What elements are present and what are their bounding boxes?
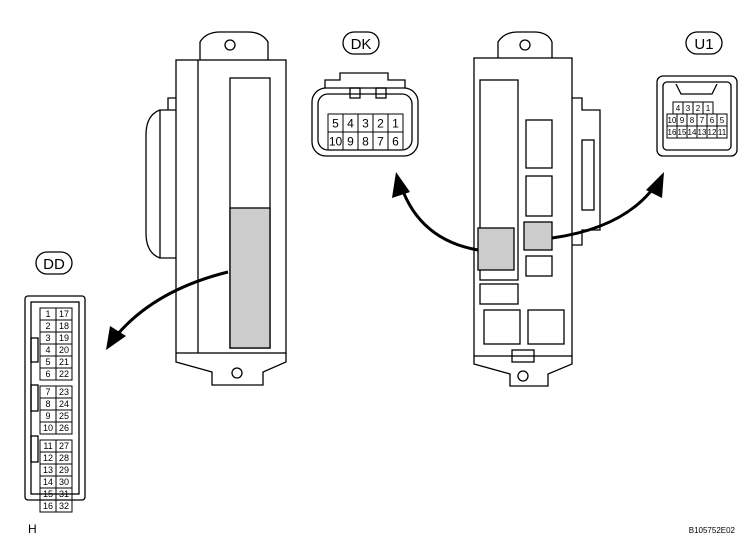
arrow-to-u1 [551, 185, 657, 240]
dd-pin-cell [55, 367, 73, 381]
dd-pin: 31 [59, 489, 69, 499]
dk-label: DK [351, 36, 372, 53]
dd-pin: 22 [59, 369, 69, 379]
dd-pin: 19 [59, 333, 69, 343]
arrow-to-dd [114, 270, 229, 337]
right-component [473, 31, 601, 387]
dk-pin: 1 [392, 116, 399, 130]
dd-pin: 7 [45, 387, 50, 397]
dk-pin: 3 [362, 116, 369, 130]
dd-pin: 25 [59, 411, 69, 421]
dd-pin: 18 [59, 321, 69, 331]
arrow-head-dk [392, 172, 410, 198]
u1-pin: 16 [668, 128, 677, 137]
dk-connector-highlight [477, 227, 515, 271]
dd-pin: 27 [59, 441, 69, 451]
footer-left-code: H [28, 522, 37, 536]
dd-pin: 6 [45, 369, 50, 379]
dd-pin: 5 [45, 357, 50, 367]
arrow-head-dd [106, 326, 126, 350]
u1-pin: 6 [710, 116, 715, 125]
dd-pin: 2 [45, 321, 50, 331]
u1-pin: 3 [686, 104, 691, 113]
dd-pin: 26 [59, 423, 69, 433]
u1-pin: 13 [698, 128, 707, 137]
u1-pin-cell [716, 125, 728, 139]
dd-pin: 17 [59, 309, 69, 319]
dd-pin: 32 [59, 501, 69, 511]
arrows [114, 185, 657, 337]
dd-pin: 28 [59, 453, 69, 463]
dd-label-badge [35, 251, 73, 275]
dk-pin: 4 [347, 116, 354, 130]
dd-pin: 16 [43, 501, 53, 511]
u1-pin: 1 [706, 104, 711, 113]
dd-pin: 1 [45, 309, 50, 319]
dd-connector: DD 1 17 2 18 3 19 4 20 5 21 6 22 7 23 8 24 9 25 10 26 11 27 12… [24, 251, 86, 513]
dd-pin: 9 [45, 411, 50, 421]
dd-pin: 15 [43, 489, 53, 499]
dd-pin: 8 [45, 399, 50, 409]
u1-pin: 8 [690, 116, 695, 125]
u1-pin: 5 [720, 116, 725, 125]
dd-pin: 11 [43, 441, 52, 451]
dd-pin: 24 [59, 399, 69, 409]
dk-pin: 2 [377, 116, 384, 130]
dk-pin: 8 [362, 134, 369, 148]
dd-pin: 3 [45, 333, 50, 343]
dk-pin: 7 [377, 134, 384, 148]
dd-pin: 21 [59, 357, 69, 367]
dd-pin: 20 [59, 345, 69, 355]
dd-pin-grid: 1 17 2 18 3 19 4 20 5 21 6 22 7 23 8 24 9 25 10 26 11 27 12 28 1… [39, 307, 73, 513]
dd-pin: 30 [59, 477, 69, 487]
arrow-to-dk [399, 185, 479, 252]
dd-label: DD [43, 256, 65, 273]
left-connector-highlight [229, 207, 271, 349]
u1-pin: 15 [678, 128, 687, 137]
u1-label: U1 [694, 36, 713, 53]
dd-pin: 4 [45, 345, 50, 355]
dd-pin: 29 [59, 465, 69, 475]
u1-label-badge [685, 31, 723, 55]
u1-pin: 12 [708, 128, 717, 137]
dk-pin: 5 [332, 116, 339, 130]
dk-pin: 9 [347, 134, 354, 148]
dk-label-badge [342, 31, 380, 55]
dk-pin: 6 [392, 134, 399, 148]
dd-pin-cell [55, 421, 73, 435]
footer-figure-id: B105752E02 [689, 526, 736, 535]
u1-pin: 2 [696, 104, 701, 113]
dd-pin: 23 [59, 387, 69, 397]
dk-pin: 10 [329, 134, 343, 148]
dd-pin: 13 [43, 465, 53, 475]
u1-pin: 7 [700, 116, 705, 125]
dd-pin: 10 [43, 423, 53, 433]
dd-pin: 14 [43, 477, 53, 487]
dd-pin: 12 [43, 453, 53, 463]
u1-connector-highlight [523, 221, 553, 251]
u1-pin: 11 [718, 128, 727, 137]
u1-pin: 9 [680, 116, 685, 125]
u1-pin: 10 [668, 116, 677, 125]
arrow-head-u1 [646, 172, 664, 198]
u1-pin: 14 [688, 128, 697, 137]
dk-pin-cell [387, 131, 404, 151]
u1-pin: 4 [676, 104, 681, 113]
dd-pin-cell [55, 499, 73, 513]
